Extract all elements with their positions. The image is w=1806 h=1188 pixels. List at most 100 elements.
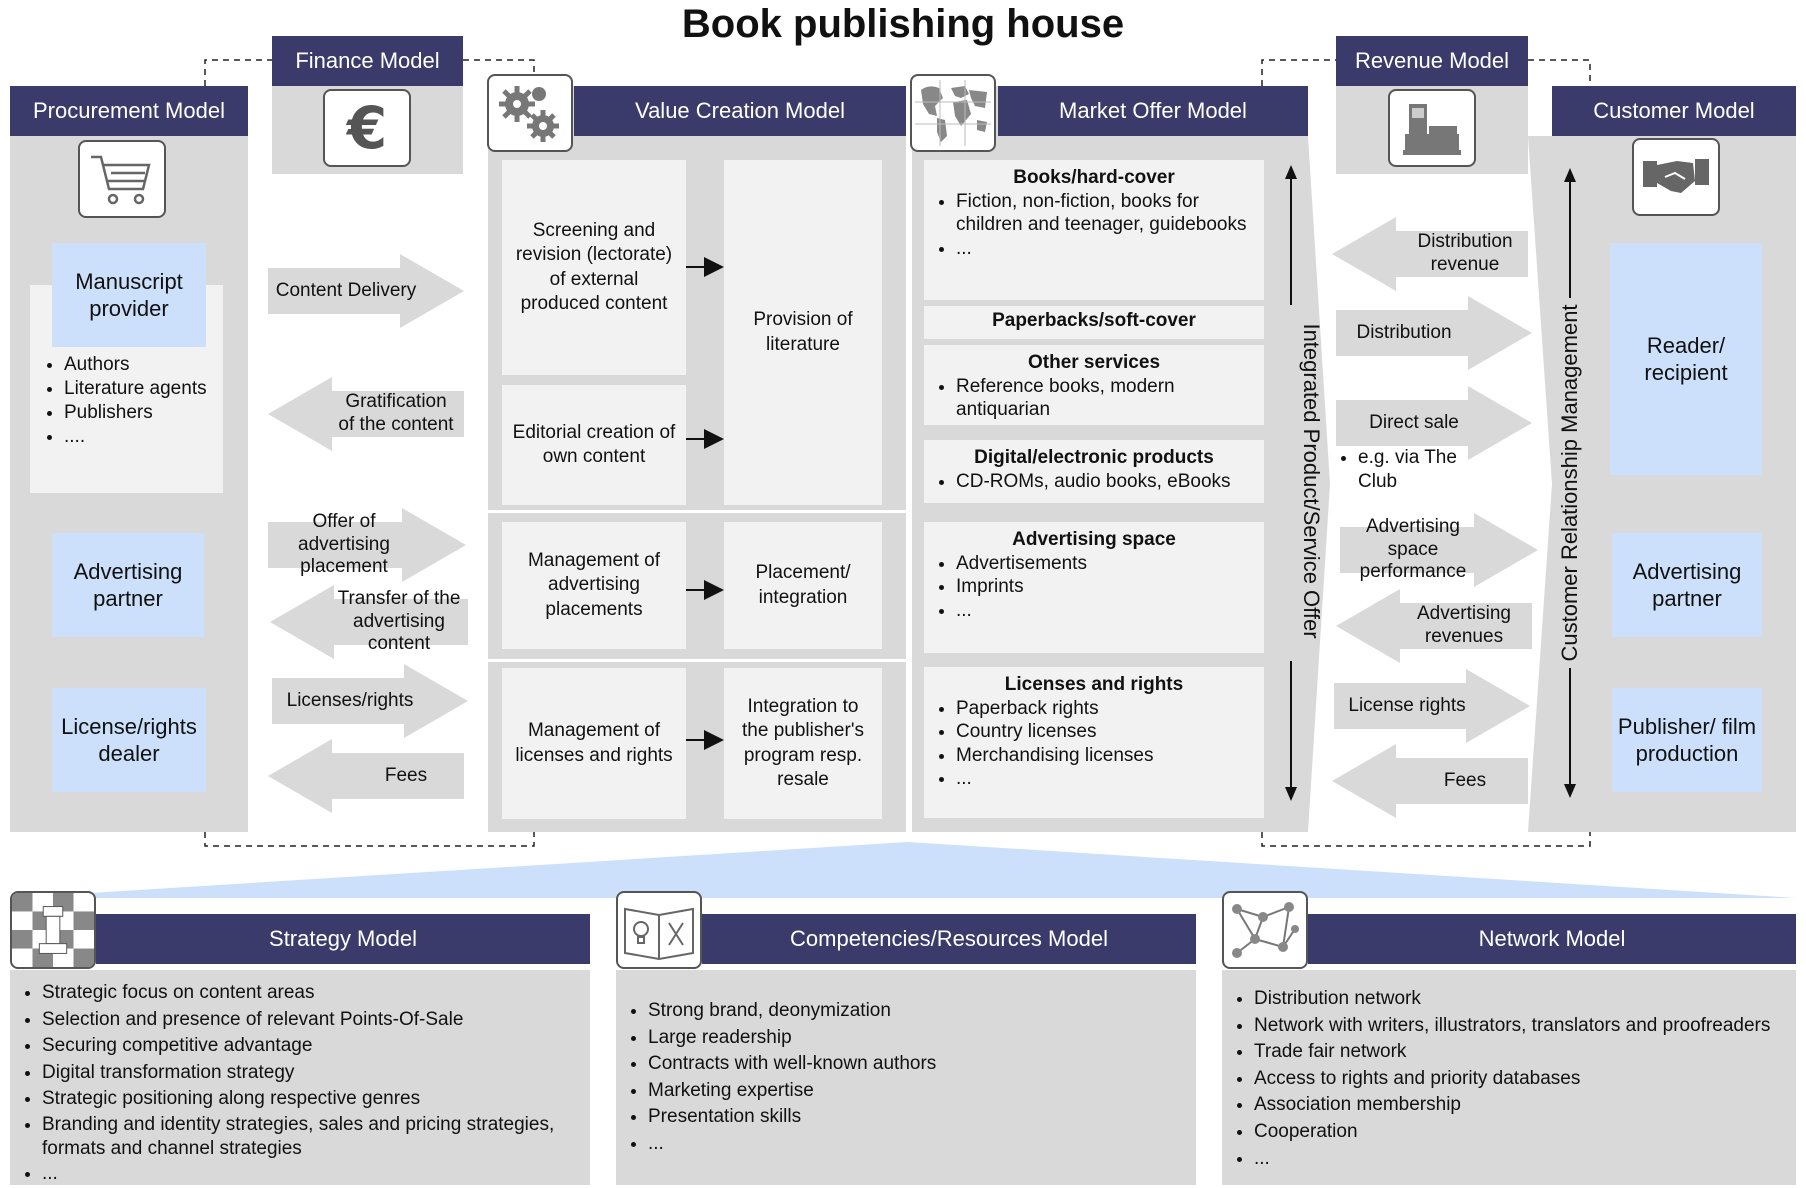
list-item: Contracts with well-known authors (648, 1051, 1182, 1078)
customer-advertising-partner-box: Advertising partner (1612, 533, 1762, 637)
list-item: ... (42, 1161, 576, 1188)
arrow-label: Fees (1443, 769, 1487, 791)
integration-box: Integration to the publisher's program r… (724, 668, 882, 819)
crm-double-arrow (1564, 168, 1576, 798)
network-nodes-icon (1222, 891, 1308, 969)
list-item: Literature agents (64, 377, 223, 401)
list-item: Digital transformation strategy (42, 1060, 576, 1087)
list-item: Strong brand, deonymization (648, 998, 1182, 1025)
paperbacks-box: Paperbacks/soft-cover (924, 306, 1264, 339)
paperbacks-title: Paperbacks/soft-cover (992, 310, 1196, 331)
reader-box: Reader/ recipient (1610, 243, 1762, 475)
arrow-label: Fees (384, 764, 428, 786)
list-item: CD-ROMs, audio books, eBooks (956, 470, 1250, 494)
page-title: Book publishing house (681, 2, 1125, 46)
value-creation-header: Value Creation Model (574, 86, 906, 136)
licenses-rights-arrow: Licenses/rights (272, 664, 468, 738)
manuscript-items-list: Authors Literature agents Publishers ...… (46, 353, 223, 450)
list-item: Large readership (648, 1025, 1182, 1052)
arrow-label: License rights (1348, 694, 1466, 716)
market-offer-header: Market Offer Model (998, 86, 1308, 136)
procurement-header: Procurement Model (10, 86, 248, 136)
world-map-icon (910, 74, 996, 152)
shopping-cart-icon (78, 140, 166, 218)
list-item: Fiction, non-fiction, books for children… (956, 190, 1250, 237)
provision-box: Provision of literature (724, 160, 882, 505)
other-services-box: Other services Reference books, modern a… (924, 345, 1264, 425)
arrow-label: Advertising revenues (1417, 603, 1511, 647)
advertising-partner-box: Advertising partner (52, 533, 204, 637)
list-item: Strategic positioning along respective g… (42, 1086, 576, 1113)
advertising-space-box: Advertising space AdvertisementsImprints… (924, 522, 1264, 653)
list-item: Selection and presence of relevant Point… (42, 1007, 576, 1034)
list-item: ... (1254, 1146, 1782, 1173)
list-item: Reference books, modern antiquarian (956, 375, 1250, 422)
network-header: Network Model (1308, 914, 1796, 964)
other-title: Other services (1027, 352, 1161, 373)
cash-register-icon (1388, 89, 1476, 167)
arrow-label: Licenses/rights (286, 689, 414, 711)
direct-sale-arrow: Direct sale (1336, 386, 1532, 460)
network-list-box: Distribution network Network with writer… (1222, 970, 1796, 1185)
distribution-arrow: Distribution (1336, 296, 1532, 370)
fees-arrow-left: Fees (268, 739, 464, 813)
handshake-icon (1632, 138, 1720, 216)
list-item: Trade fair network (1254, 1039, 1782, 1066)
list-item: Imprints (956, 575, 1250, 599)
digital-box: Digital/electronic products CD-ROMs, aud… (924, 440, 1264, 503)
publisher-film-box: Publisher/ film production (1612, 688, 1762, 792)
gears-icon (487, 74, 573, 152)
customer-header: Customer Model (1552, 86, 1796, 136)
strategy-items-list: Strategic focus on content areas Selecti… (24, 980, 576, 1188)
editorial-box: Editorial creation of own content (502, 385, 686, 505)
strategy-header: Strategy Model (96, 914, 590, 964)
list-item: ... (956, 599, 1250, 623)
licenses-title: Licenses and rights (1004, 674, 1184, 695)
competencies-items-list: Strong brand, deonymization Large reader… (630, 998, 1182, 1158)
revenue-header: Revenue Model (1336, 36, 1528, 86)
gratification-arrow: Gratification of the content (268, 377, 464, 451)
list-item: Authors (64, 353, 223, 377)
book-tools-icon (616, 891, 702, 969)
market-offer-point (1308, 136, 1330, 832)
licenses-box: Licenses and rights Paperback rightsCoun… (924, 667, 1264, 818)
customer-notch (1528, 136, 1552, 832)
network-items-list: Distribution network Network with writer… (1236, 986, 1782, 1172)
adspace-performance-arrow: Advertising space performance (1340, 513, 1538, 587)
arrow-label: Content Delivery (275, 279, 417, 301)
list-item: Paperback rights (956, 697, 1250, 721)
manuscript-provider-box: Manuscript provider (52, 243, 206, 347)
chess-icon (10, 891, 96, 969)
divider (488, 659, 906, 662)
competencies-list-box: Strong brand, deonymization Large reader… (616, 970, 1196, 1185)
arrow-label: Direct sale (1369, 411, 1459, 433)
list-item: Publishers (64, 401, 223, 425)
books-box: Books/hard-cover Fiction, non-fiction, b… (924, 160, 1264, 300)
list-item: Distribution network (1254, 986, 1782, 1013)
list-item: Country licenses (956, 720, 1250, 744)
finance-header: Finance Model (272, 36, 463, 86)
list-item: ... (956, 767, 1250, 791)
integrated-double-arrow (1285, 165, 1297, 801)
arrow-label: Advertising space performance (1359, 515, 1467, 583)
list-item: Marketing expertise (648, 1078, 1182, 1105)
strategy-list-box: Strategic focus on content areas Selecti… (10, 970, 590, 1185)
list-item: Securing competitive advantage (42, 1033, 576, 1060)
list-item: Presentation skills (648, 1104, 1182, 1131)
list-item: Advertisements (956, 552, 1250, 576)
arrow-label: Distribution (1356, 321, 1452, 343)
list-item: ... (956, 237, 1250, 261)
placement-box: Placement/ integration (724, 522, 882, 649)
adspace-title: Advertising space (1012, 529, 1176, 550)
screening-box: Screening and revision (lectorate) of ex… (502, 160, 686, 375)
list-item: Network with writers, illustrators, tran… (1254, 1013, 1782, 1040)
advertising-revenues-arrow: Advertising revenues (1336, 589, 1532, 663)
mgmt-advertising-box: Management of advertising placements (502, 522, 686, 649)
euro-icon: € (323, 89, 411, 167)
arrow-label: Offer of advertising placement (298, 510, 390, 578)
mgmt-licenses-box: Management of licenses and rights (502, 668, 686, 819)
list-item: ... (648, 1131, 1182, 1158)
list-item: Branding and identity strategies, sales … (42, 1113, 576, 1161)
